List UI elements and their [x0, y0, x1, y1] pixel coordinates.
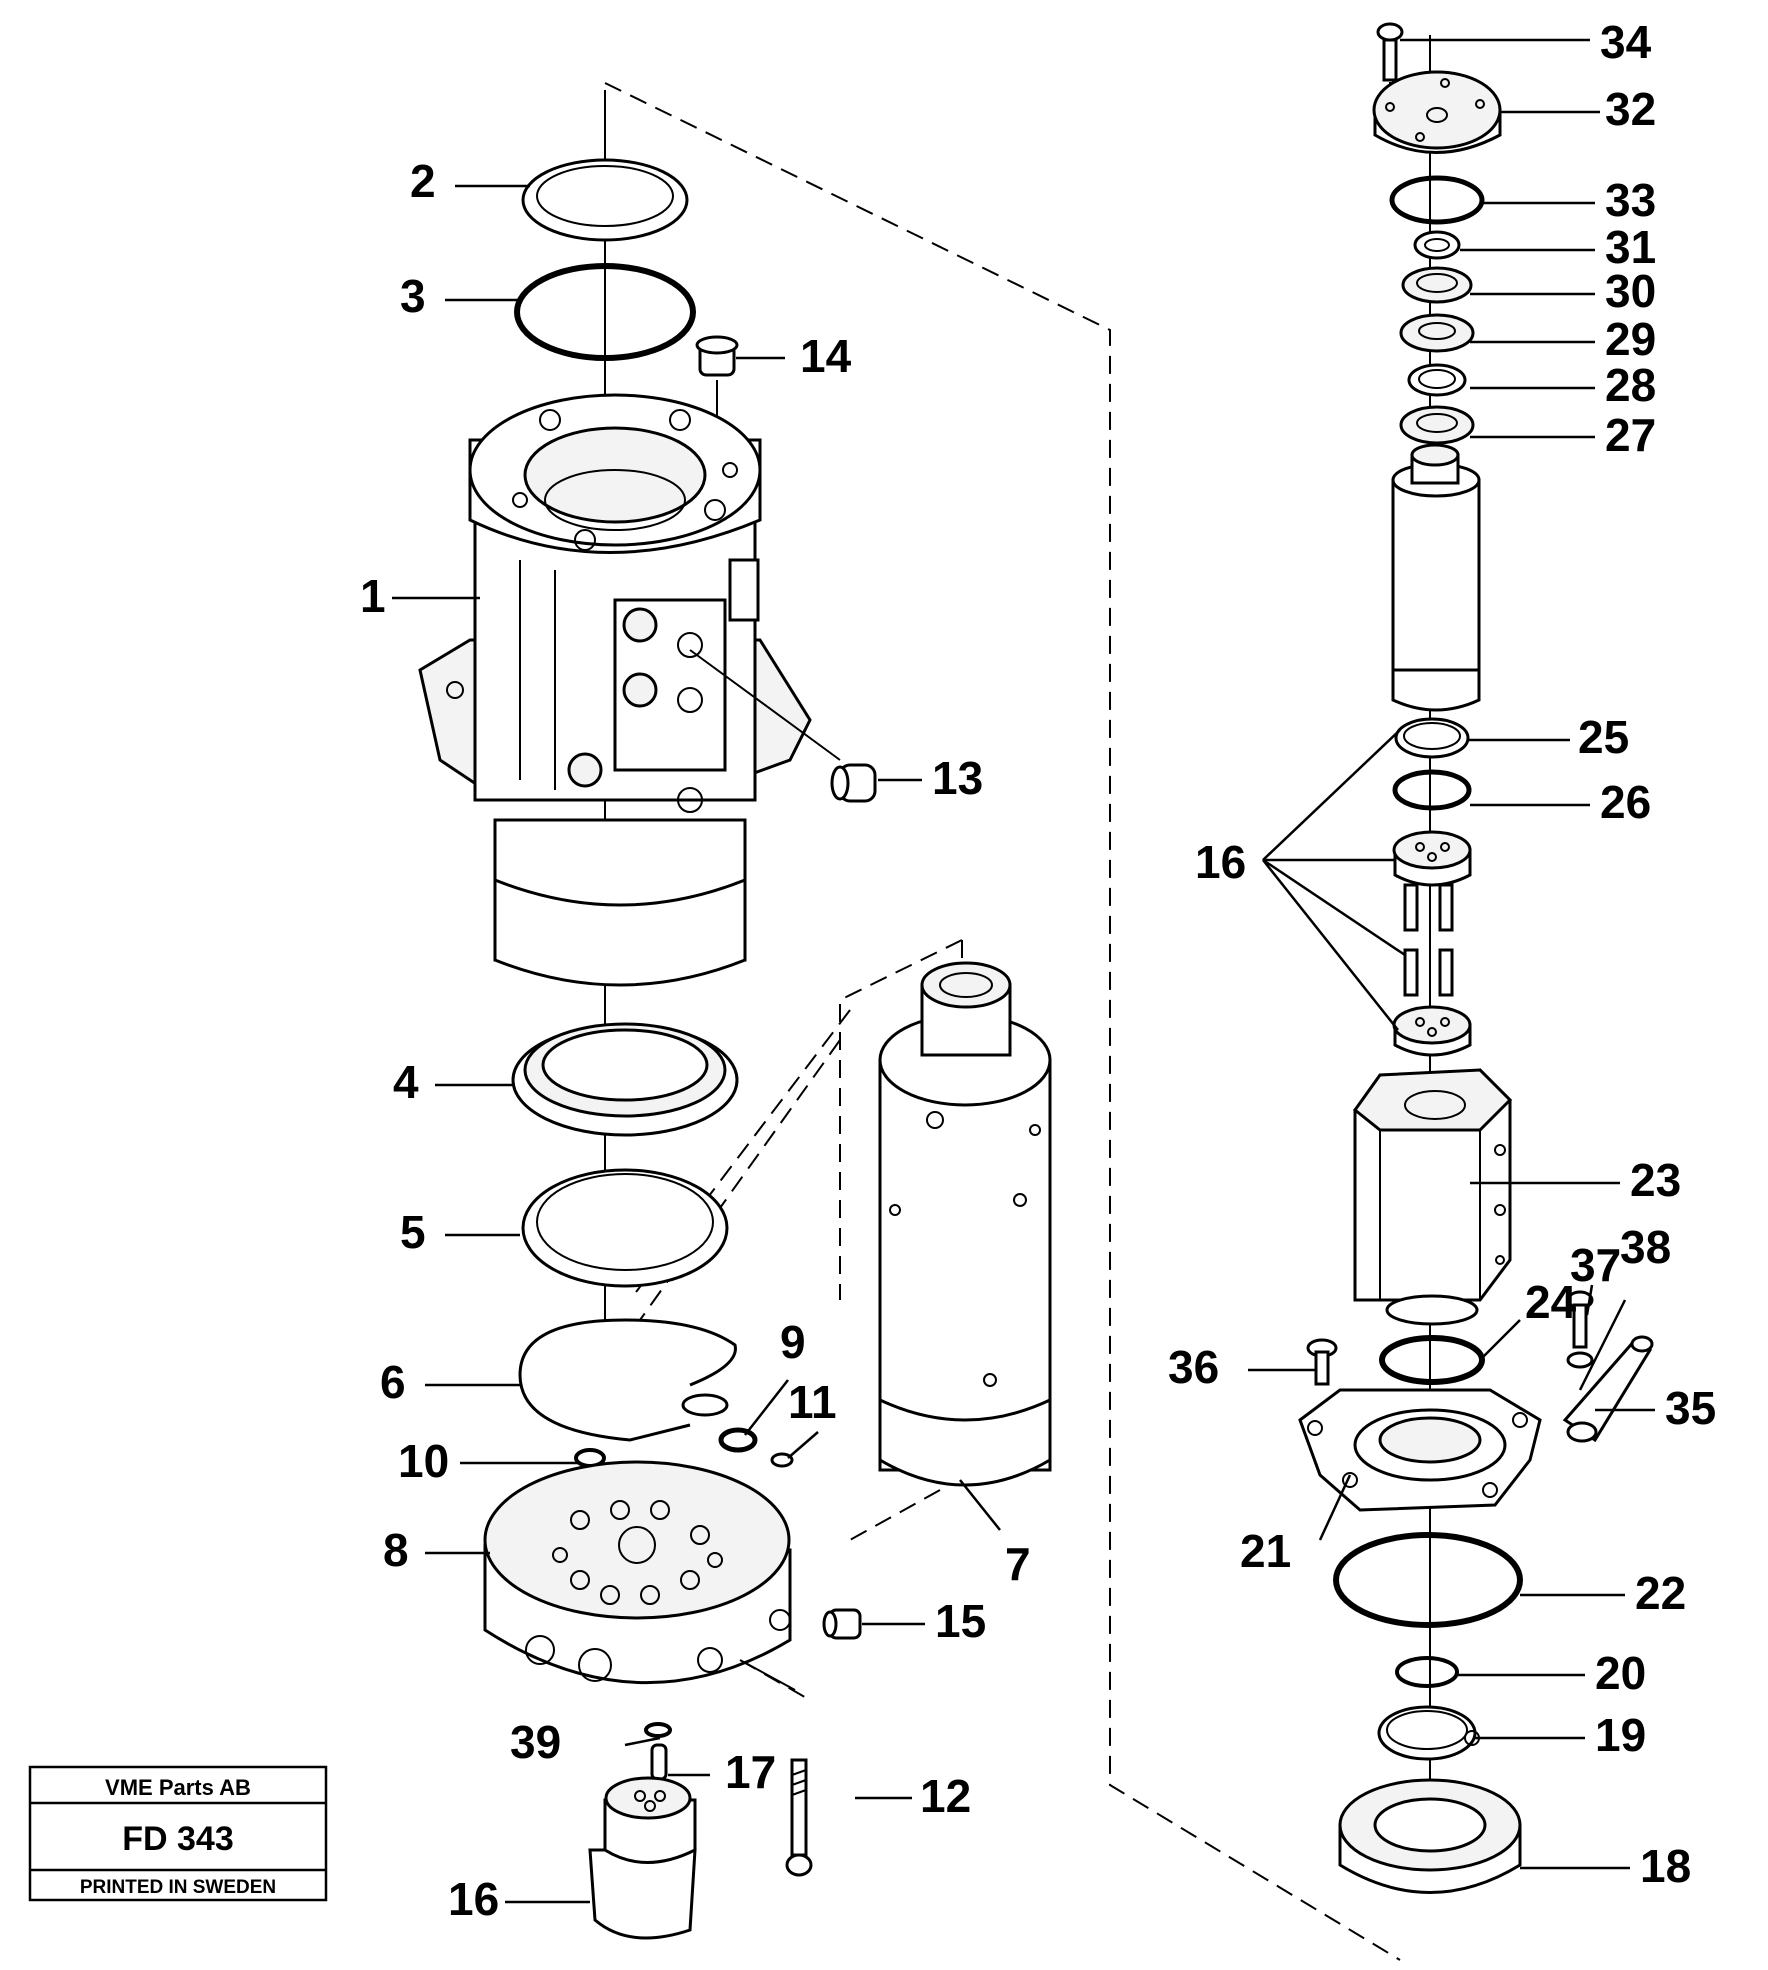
- part-3-o-ring: [514, 263, 696, 361]
- part-30-seal: [1401, 266, 1473, 304]
- callout-6: 6: [380, 1356, 406, 1408]
- part-35-bracket: [1562, 1335, 1654, 1443]
- part-15-plug: [822, 1608, 862, 1640]
- part-4-seal: [511, 1022, 739, 1137]
- part-23-hex-block: [1352, 1068, 1513, 1326]
- callout-36: 36: [1168, 1341, 1219, 1393]
- callout-34: 34: [1600, 16, 1652, 68]
- part-33-o-ring: [1389, 175, 1485, 225]
- callout-35: 35: [1665, 1382, 1716, 1434]
- callout-37: 37: [1570, 1239, 1621, 1291]
- part-28-ring: [1407, 363, 1467, 397]
- callout-29: 29: [1605, 313, 1656, 365]
- part-25-ring: [1394, 717, 1470, 759]
- part-13-plug: [689, 649, 877, 803]
- callout-3: 3: [400, 270, 426, 322]
- part-37-bolt: [1566, 1290, 1594, 1349]
- callout-23: 23: [1630, 1154, 1681, 1206]
- callout-19: 19: [1595, 1709, 1646, 1761]
- callout-20: 20: [1595, 1647, 1646, 1699]
- part-6-circlip: [518, 1318, 737, 1442]
- part-36-bolt: [1306, 1338, 1338, 1386]
- callout-18: 18: [1640, 1840, 1691, 1892]
- part-11-o-ring: [770, 1452, 794, 1468]
- callout-39: 39: [510, 1716, 561, 1768]
- part-32-cover: [1372, 70, 1502, 154]
- callout-16-upper: 16: [1195, 836, 1246, 888]
- title-block-footer: PRINTED IN SWEDEN: [80, 1877, 276, 1898]
- part-31-circlip: [1413, 230, 1461, 260]
- part-5-ring: [521, 1168, 729, 1288]
- callout-12: 12: [920, 1770, 971, 1822]
- part-26-o-ring: [1392, 769, 1472, 811]
- callout-11: 11: [788, 1376, 837, 1428]
- callout-9: 9: [780, 1316, 806, 1368]
- callout-5: 5: [400, 1206, 426, 1258]
- part-16-kit: [1392, 830, 1472, 1057]
- callout-13: 13: [932, 752, 983, 804]
- title-block-code: FD 343: [122, 1820, 234, 1858]
- part-27-washer: [1399, 405, 1475, 445]
- callout-22: 22: [1635, 1567, 1686, 1619]
- part-24-o-ring: [1379, 1335, 1485, 1385]
- callout-27: 27: [1605, 409, 1656, 461]
- callout-1: 1: [360, 570, 386, 622]
- part-8-block: [483, 1460, 792, 1685]
- part-7-sleeve: [878, 961, 1052, 1487]
- callout-25: 25: [1578, 711, 1629, 763]
- part-16-block-lower: [588, 1776, 697, 1940]
- callout-labels: 1 2 3 4 5 6 7 8 9 10 11 12 13 14 15 16 1…: [360, 16, 1716, 1925]
- part-21-flange: [1298, 1388, 1542, 1512]
- part-12-bolt: [739, 1659, 813, 1877]
- callout-32: 32: [1605, 83, 1656, 135]
- callout-38: 38: [1620, 1221, 1671, 1273]
- callout-15: 15: [935, 1595, 986, 1647]
- callout-33: 33: [1605, 174, 1656, 226]
- part-39-o-ring: [644, 1722, 672, 1738]
- part-29-washer: [1399, 313, 1475, 353]
- callout-28: 28: [1605, 359, 1656, 411]
- callout-21: 21: [1240, 1525, 1291, 1577]
- callout-30: 30: [1605, 265, 1656, 317]
- callout-2: 2: [410, 155, 436, 207]
- callout-16-lower: 16: [448, 1873, 499, 1925]
- leader-lines-16: [1262, 729, 1406, 1031]
- part-9-o-ring: [718, 1427, 758, 1453]
- callout-4: 4: [393, 1056, 419, 1108]
- part-19-circlip: [1377, 1705, 1480, 1761]
- callout-14: 14: [800, 330, 852, 382]
- callout-10: 10: [398, 1435, 449, 1487]
- callout-31: 31: [1605, 221, 1656, 273]
- title-block: VME Parts AB FD 343 PRINTED IN SWEDEN: [28, 1765, 328, 1902]
- part-18-seal: [1338, 1778, 1522, 1894]
- title-block-company: VME Parts AB: [105, 1775, 251, 1800]
- callout-17: 17: [725, 1746, 776, 1798]
- part-shaft: [1391, 443, 1481, 712]
- part-22-ring: [1333, 1532, 1523, 1628]
- callout-26: 26: [1600, 776, 1651, 828]
- callout-7: 7: [1005, 1538, 1031, 1590]
- callout-8: 8: [383, 1524, 409, 1576]
- leader-lines: [392, 38, 1655, 1904]
- part-34-bolt: [1376, 22, 1404, 115]
- part-20-o-ring: [1395, 1656, 1459, 1688]
- callout-24: 24: [1525, 1276, 1577, 1328]
- part-2-ring: [521, 158, 689, 242]
- part-1-housing: [418, 393, 812, 987]
- part-38-washer: [1566, 1351, 1594, 1369]
